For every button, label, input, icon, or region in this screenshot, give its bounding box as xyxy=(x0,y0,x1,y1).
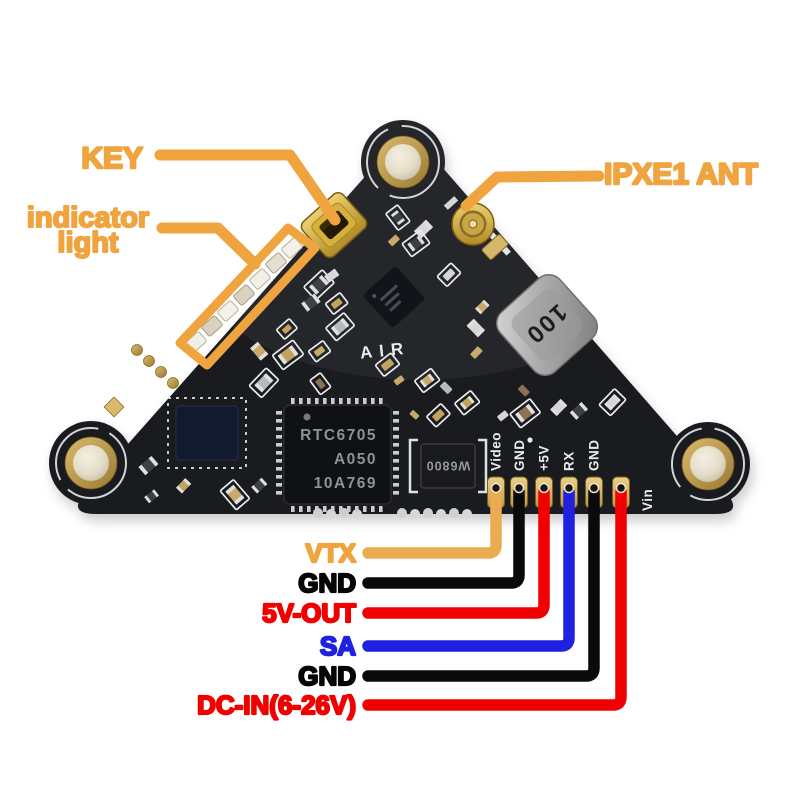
smd-component xyxy=(454,390,481,416)
smd-component xyxy=(470,346,483,359)
smd-component xyxy=(439,381,453,394)
wire-sa xyxy=(362,486,575,652)
aux-chip xyxy=(167,397,247,469)
chip-pins xyxy=(276,398,399,512)
wire-dcin xyxy=(362,486,627,711)
key-label: KEY xyxy=(81,142,143,175)
wire-gnd2 xyxy=(362,486,600,682)
wire-label-gnd2: GND xyxy=(298,661,356,691)
wire-label-sa: SA xyxy=(320,631,356,661)
wires xyxy=(362,486,627,711)
small-ic xyxy=(362,265,426,329)
wire-label-vtx: VTX xyxy=(305,538,356,568)
smd-component xyxy=(466,318,486,338)
smd-component xyxy=(388,234,400,247)
callout-leaders xyxy=(154,149,605,270)
smd-component xyxy=(324,268,340,283)
smd-component xyxy=(251,477,268,494)
wire-5vout xyxy=(362,486,550,619)
pin-label-rx: RX xyxy=(562,451,577,471)
indicator-leader-line xyxy=(156,222,261,270)
chip-marking-line2: A050 xyxy=(334,451,377,468)
mounting-hole-top xyxy=(376,135,430,189)
wire-label-dcin: DC-IN(6-26V) xyxy=(197,690,356,720)
smd-component xyxy=(219,479,250,511)
silkscreen-arcs xyxy=(55,125,745,501)
smd-component xyxy=(413,219,434,239)
smd-components xyxy=(138,204,627,511)
smd-component xyxy=(250,341,269,361)
smd-component xyxy=(550,398,568,417)
smd-component xyxy=(569,401,589,420)
smd-component xyxy=(301,293,321,312)
ipxe1-ant-label: IPXE1 ANT xyxy=(604,158,758,191)
indicator-light-label-line1: indicator xyxy=(27,202,149,234)
key-leader-line xyxy=(154,149,341,226)
smd-component xyxy=(272,339,304,371)
power-inductor: 100 xyxy=(495,273,599,377)
smd-component xyxy=(385,204,411,231)
smd-component xyxy=(414,367,441,394)
chip-marking-line3: 10A769 xyxy=(314,475,377,492)
smd-component xyxy=(248,367,279,398)
smd-component xyxy=(509,398,541,429)
test-pads xyxy=(103,344,179,418)
indicator-light-label-line2: light xyxy=(57,227,119,259)
mounting-holes xyxy=(64,135,735,491)
pad-holes xyxy=(490,482,627,494)
antenna-leader-line xyxy=(460,170,605,212)
smd-component xyxy=(276,318,298,340)
mounting-hole-right xyxy=(681,437,735,491)
wire-label-5vout: 5V-OUT xyxy=(262,598,356,628)
smd-component xyxy=(138,455,159,476)
smd-component xyxy=(325,312,355,342)
crystal-w6800: W6800 xyxy=(408,438,488,494)
ipex-connector xyxy=(443,196,511,260)
smd-component xyxy=(426,403,451,428)
smd-component xyxy=(598,388,627,417)
smd-component xyxy=(325,292,349,315)
mounting-hole-left xyxy=(64,436,118,490)
chip-marking-line1: RTC6705 xyxy=(300,427,377,444)
smd-component xyxy=(401,229,431,258)
wire-vtx xyxy=(362,486,502,559)
smd-component xyxy=(475,299,490,315)
smd-component xyxy=(374,352,401,377)
smd-component xyxy=(393,375,405,386)
pin-label-5v: +5V xyxy=(537,445,552,471)
smd-component xyxy=(309,372,332,396)
wire-gnd1 xyxy=(362,486,525,589)
smd-component xyxy=(175,478,192,494)
indicator-light-box xyxy=(175,223,320,370)
pin-label-video: Video xyxy=(489,432,504,471)
smd-component xyxy=(517,384,530,397)
smd-component xyxy=(307,340,332,363)
wire-labels: VTX GND 5V-OUT SA GND DC-IN(6-26V) xyxy=(196,537,358,721)
smd-component xyxy=(409,410,420,420)
pin-label-gnd1: GND xyxy=(512,440,527,472)
pin-label-vin: Vin xyxy=(640,489,655,511)
wire-label-gnd1: GND xyxy=(298,568,356,598)
smd-component xyxy=(144,489,159,504)
smd-component xyxy=(497,410,509,422)
pin-labels: Video GND +5V RX GND Vin xyxy=(489,432,656,511)
crystal-marking: W6800 xyxy=(426,459,471,473)
pin-label-gnd2: GND xyxy=(587,440,602,472)
smd-component xyxy=(436,262,462,287)
main-chip-rtc6705: RTC6705 A050 10A769 xyxy=(276,398,399,512)
